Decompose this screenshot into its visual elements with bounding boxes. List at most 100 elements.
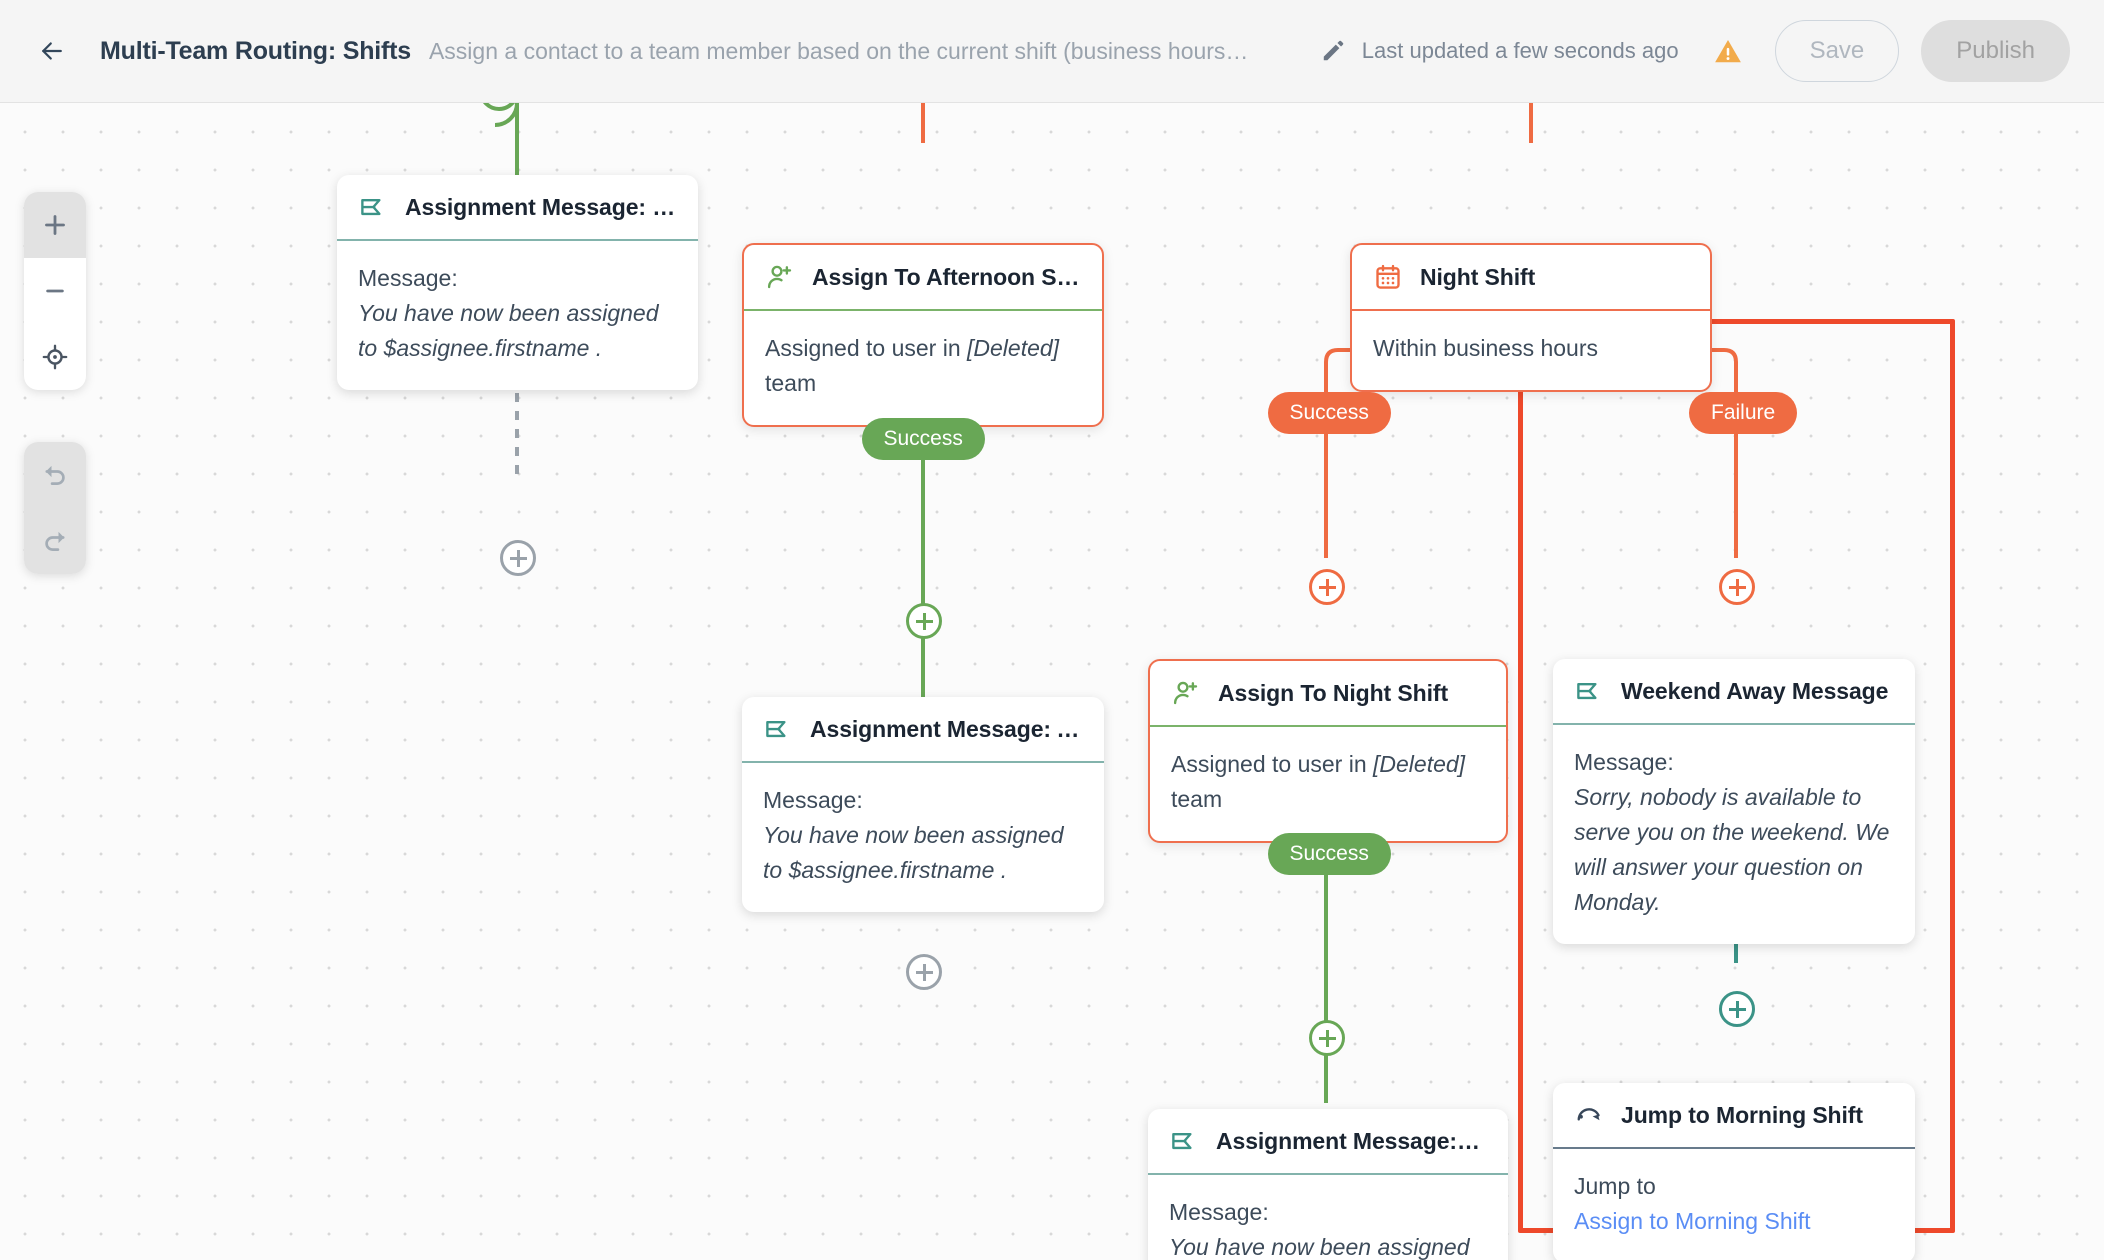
assigned-suffix: team [765, 370, 817, 396]
plus-bar-v [1325, 1029, 1329, 1047]
undo-arrow-icon [45, 465, 65, 485]
node-weekend-away-message[interactable]: Weekend Away Message Message: Sorry, nob… [1553, 659, 1915, 944]
zoom-in-button[interactable] [24, 192, 86, 258]
node-header: Jump to Morning Shift [1553, 1083, 1915, 1147]
save-button[interactable]: Save [1774, 20, 1900, 82]
node-title: Assign To Night Shift [1218, 679, 1449, 706]
node-body: Within business hours [1352, 311, 1710, 390]
warning-triangle-icon[interactable] [1713, 36, 1743, 66]
plus-bar-v [922, 612, 926, 630]
assign-user-icon [1171, 678, 1201, 708]
node-assignment-message-afternoon[interactable]: Assignment Message: A… Message: You have… [742, 697, 1104, 912]
message-label: Message: [763, 787, 863, 813]
publish-button[interactable]: Publish [1921, 20, 2070, 82]
assigned-prefix: Assigned to user in [1171, 751, 1374, 777]
page-title: Multi-Team Routing: Shifts [100, 36, 411, 65]
node-jump-to-morning-shift[interactable]: Jump to Morning Shift Jump to Assign to … [1553, 1083, 1915, 1260]
node-night-shift[interactable]: Night Shift Within business hours [1350, 243, 1712, 392]
node-body: Message: You have now been assigned to $… [337, 241, 698, 390]
node-divider [1352, 309, 1710, 311]
plus-bar-v [1735, 1000, 1739, 1018]
minus-icon [46, 289, 64, 293]
node-assignment-message-morning[interactable]: Assignment Message: … Message: You have … [337, 175, 698, 390]
redo-arrow-icon [45, 531, 65, 551]
plus-bar-v [1325, 578, 1329, 596]
redo-button[interactable] [24, 508, 86, 574]
node-divider [742, 761, 1104, 763]
plus-bar-v [922, 963, 926, 981]
assigned-prefix: Assigned to user in [765, 335, 968, 361]
send-message-icon [1574, 676, 1604, 706]
node-divider [337, 239, 698, 241]
message-label: Message: [1574, 749, 1674, 775]
node-assign-to-afternoon-shift[interactable]: Assign To Afternoon Shift Assigned to us… [742, 243, 1104, 427]
add-step-button-night-failure[interactable] [1719, 569, 1755, 605]
add-step-button-afternoon-success[interactable] [906, 603, 942, 639]
message-label: Message: [358, 265, 458, 291]
node-divider [1553, 1147, 1915, 1149]
node-header: Weekend Away Message [1553, 659, 1915, 723]
workflow-canvas[interactable]: Assignment Message: … Message: You have … [0, 103, 2104, 1260]
badge-failure-weekend[interactable]: Failure [1689, 392, 1798, 434]
calendar-icon [1373, 262, 1403, 292]
jump-icon [1574, 1100, 1604, 1130]
node-title: Assign To Afternoon Shift [812, 263, 1080, 290]
add-step-button-afternoon-end[interactable] [906, 954, 942, 990]
add-step-button-night-success[interactable] [1309, 569, 1345, 605]
badge-success-night-assign[interactable]: Success [1267, 833, 1391, 875]
node-title: Jump to Morning Shift [1621, 1101, 1863, 1128]
node-title: Weekend Away Message [1621, 677, 1889, 704]
assigned-team: [Deleted] [967, 335, 1060, 361]
node-divider [1150, 725, 1506, 727]
add-step-button-night-assign-success[interactable] [1309, 1020, 1345, 1056]
node-header: Assign To Afternoon Shift [744, 245, 1102, 309]
node-body: Assigned to user in [Deleted] team [1150, 727, 1506, 841]
message-text: You have now been assigned to $assignee.… [1169, 1234, 1470, 1260]
send-message-icon [358, 192, 388, 222]
add-step-button-morning[interactable] [500, 540, 536, 576]
badge-success-afternoon[interactable]: Success [861, 418, 985, 460]
node-title: Assignment Message: N… [1216, 1127, 1486, 1154]
plus-bar-v [516, 549, 520, 567]
arrow-left-icon [42, 42, 62, 60]
message-label: Message: [1169, 1199, 1269, 1225]
node-header: Assignment Message: N… [1148, 1109, 1508, 1173]
node-body: Assigned to user in [Deleted] team [744, 311, 1102, 425]
node-body: Jump to Assign to Morning Shift [1553, 1149, 1915, 1260]
plus-icon [45, 215, 65, 235]
send-message-icon [763, 714, 793, 744]
recenter-button[interactable] [24, 324, 86, 390]
message-text: Sorry, nobody is available to serve you … [1574, 784, 1890, 915]
node-divider [744, 309, 1102, 311]
history-toolbar[interactable] [24, 442, 86, 574]
zoom-toolbar[interactable] [24, 192, 86, 390]
node-header: Night Shift [1352, 245, 1710, 309]
node-body: Message: Sorry, nobody is available to s… [1553, 725, 1915, 944]
target-crosshair-icon [42, 344, 68, 370]
zoom-out-button[interactable] [24, 258, 86, 324]
message-text: You have now been assigned to $assignee.… [358, 300, 659, 361]
pencil-icon[interactable] [1320, 38, 1346, 64]
assigned-team: [Deleted] [1373, 751, 1466, 777]
page-subtitle: Assign a contact to a team member based … [428, 37, 1249, 64]
node-body: Message: You have now been assigned to $… [742, 763, 1104, 912]
node-assign-to-night-shift[interactable]: Assign To Night Shift Assigned to user i… [1148, 659, 1508, 843]
node-assignment-message-night[interactable]: Assignment Message: N… Message: You have… [1148, 1109, 1508, 1260]
condition-text: Within business hours [1373, 335, 1598, 361]
node-header: Assign To Night Shift [1150, 661, 1506, 725]
node-divider [1148, 1173, 1508, 1175]
undo-button[interactable] [24, 442, 86, 508]
last-updated-text: Last updated a few seconds ago [1361, 38, 1679, 63]
node-header: Assignment Message: A… [742, 697, 1104, 761]
badge-success-night[interactable]: Success [1267, 392, 1391, 434]
add-step-button-weekend[interactable] [1719, 991, 1755, 1027]
jump-target-link[interactable]: Assign to Morning Shift [1574, 1208, 1811, 1234]
assigned-suffix: team [1171, 786, 1223, 812]
header-actions: Last updated a few seconds ago Save Publ… [1320, 20, 2078, 82]
node-title: Assignment Message: A… [810, 715, 1082, 742]
node-divider [1553, 723, 1915, 725]
message-text: You have now been assigned to $assignee.… [763, 822, 1064, 883]
back-button[interactable] [26, 25, 78, 77]
plus-bar-v [1735, 578, 1739, 596]
app-header: Multi-Team Routing: Shifts Assign a cont… [0, 0, 2104, 103]
